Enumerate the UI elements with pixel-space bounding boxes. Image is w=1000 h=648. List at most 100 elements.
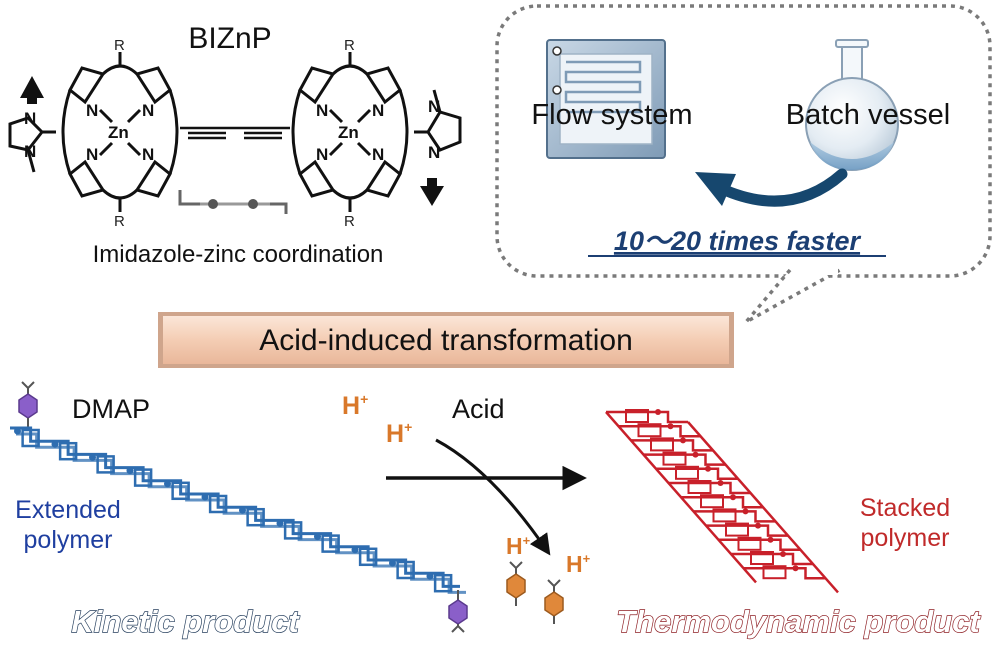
monomer-unit (712, 508, 737, 523)
extended-polymer-chain (10, 426, 466, 594)
molecule-name: BIZnP (188, 22, 271, 55)
monomer-unit (396, 560, 415, 580)
zinc-site-dot (667, 423, 674, 430)
coordination-arrow-up (20, 76, 44, 104)
zinc-site-dot (792, 565, 799, 572)
acid-reaction-section: H+ H+ Acid H+ H+ (342, 391, 591, 624)
zinc-site-dot (717, 480, 724, 486)
speed-label: 10～20 times faster (614, 226, 862, 256)
protonated-dmap-icon (544, 579, 564, 624)
r-group: R (114, 37, 125, 54)
monomer-unit (687, 480, 712, 494)
monomer-unit (731, 552, 813, 566)
proton-label: H+ (342, 391, 368, 420)
monomer-unit (700, 494, 724, 509)
zinc-site-dot (730, 494, 736, 501)
flow-system-label: Flow system (531, 99, 692, 131)
stacked-polymer-label-line1: Stacked (860, 494, 950, 522)
extended-polymer-section: DMAP Extended polymer Kinetic product (10, 381, 468, 640)
monomer-unit (693, 510, 776, 523)
zinc-site-dot (780, 551, 786, 557)
proton-label: H+ (566, 551, 591, 577)
monomer-unit (675, 465, 699, 480)
monomer-unit (718, 538, 801, 552)
monomer-unit (762, 565, 787, 580)
monomer-unit (208, 494, 228, 514)
monomer-unit (96, 455, 115, 474)
stacked-polymer-label-line2: polymer (861, 524, 950, 552)
zinc-site-dot (201, 493, 209, 501)
zinc-site-dot (692, 451, 699, 458)
zn-atom-right: Zn (338, 123, 359, 142)
kinetic-product-label: Kinetic product (71, 604, 300, 639)
n-atom: N (142, 101, 154, 120)
banner-label: Acid-induced transformation (259, 324, 633, 357)
n-atom: N (316, 145, 328, 164)
thermodynamic-product-label: Thermodynamic product (616, 604, 981, 639)
monomer-unit (631, 439, 713, 452)
monomer-unit (737, 536, 762, 551)
bubble-tail (744, 268, 841, 324)
comparison-bubble: Flow system Batch vessel 10～20 times fas… (495, 4, 992, 324)
n-atom: N (428, 143, 440, 162)
dmap-label: DMAP (72, 394, 150, 424)
acid-consumption-arrow (435, 438, 551, 556)
imidazole-right (414, 89, 462, 152)
imidazole-left (8, 116, 56, 173)
zinc-site-dot (351, 546, 359, 554)
zinc-site-dot (126, 467, 134, 475)
zinc-site-dot (164, 480, 171, 488)
faster-arrow (695, 168, 848, 207)
zinc-site-dot (89, 453, 96, 461)
extended-polymer-label-line2: polymer (24, 526, 113, 554)
monomer-unit (643, 453, 726, 466)
monomer-unit (743, 566, 826, 580)
monomer-unit (681, 495, 763, 509)
transformation-banner: Acid-induced transformation (158, 312, 734, 368)
chain-schematic-icon (178, 190, 288, 214)
zinc-site-dot (767, 536, 774, 543)
monomer-unit (433, 573, 453, 593)
monomer-unit (358, 547, 378, 567)
zinc-site-dot (51, 440, 59, 448)
porphyrin-right (291, 52, 409, 212)
batch-flask-icon (805, 39, 899, 171)
zinc-site-dot (742, 508, 749, 515)
monomer-unit (706, 524, 788, 537)
r-group: R (344, 213, 355, 230)
n-atom: N (24, 109, 36, 128)
r-group: R (114, 213, 125, 230)
protonated-dmap-icon (506, 561, 526, 606)
zinc-site-dot (276, 519, 284, 527)
extended-polymer-label-line1: Extended (15, 496, 121, 524)
dmap-molecule-icon (448, 590, 468, 633)
zn-atom-left: Zn (108, 123, 129, 142)
monomer-unit (246, 507, 265, 527)
monomer-unit (618, 424, 701, 438)
zinc-site-dot (755, 522, 761, 529)
n-atom: N (86, 145, 98, 164)
n-atom: N (316, 101, 328, 120)
monomer-unit (606, 410, 688, 424)
monomer-unit (283, 521, 303, 540)
zinc-site-dot (239, 506, 246, 514)
butadiyne-linker (180, 126, 290, 140)
zinc-site-dot (314, 533, 321, 541)
monomer-unit (662, 451, 687, 466)
zinc-site-dot (705, 465, 711, 472)
monomer-unit (133, 468, 153, 487)
monomer-unit (750, 551, 774, 565)
stacked-polymer-chain (605, 409, 839, 594)
flow-reactor-icon (546, 39, 666, 159)
porphyrin-left (61, 52, 179, 212)
n-atom: N (372, 145, 384, 164)
monomer-unit (650, 437, 674, 452)
dmap-molecule-icon (18, 381, 38, 430)
monomer-unit (321, 534, 340, 553)
monomer-unit (668, 481, 751, 495)
monomer-unit (656, 467, 738, 481)
molecule-caption: Imidazole-zinc coordination (93, 241, 384, 268)
monomer-unit (21, 428, 40, 448)
n-atom: N (142, 145, 154, 164)
